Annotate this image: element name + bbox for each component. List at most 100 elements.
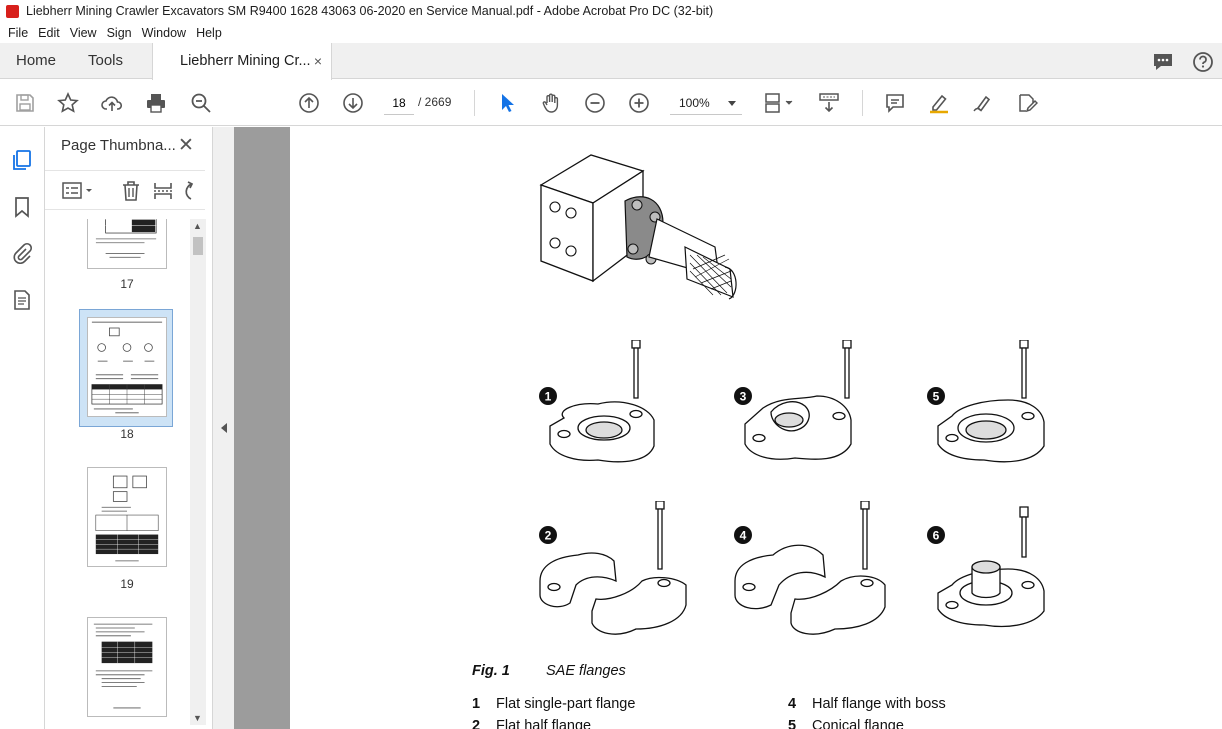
callout-5: 5	[933, 390, 940, 404]
half-flange-with-boss-illustration: 4	[734, 501, 886, 635]
main-toolbar: / 2669 100%	[0, 80, 1222, 126]
thumbnail-label: 18	[120, 427, 134, 441]
window-titlebar: Liebherr Mining Crawler Excavators SM R9…	[0, 0, 1222, 23]
tab-home[interactable]: Home	[16, 52, 57, 69]
delete-page-icon[interactable]	[120, 180, 142, 202]
attachment-icon[interactable]	[11, 242, 33, 264]
tab-document-label: Liebherr Mining Cr...	[180, 53, 311, 69]
legend-text: Conical flange	[812, 718, 904, 729]
panel-collapse-handle[interactable]	[212, 127, 234, 729]
document-view[interactable]: 1 3 5	[234, 127, 1222, 729]
legend-item: 5 Conical flange	[788, 718, 904, 729]
page-display-icon[interactable]	[764, 92, 798, 114]
page-number-input[interactable]	[384, 91, 414, 115]
callout-3: 3	[740, 390, 747, 404]
scroll-down-icon[interactable]: ▼	[193, 713, 202, 723]
collapse-arrow-icon	[221, 423, 227, 433]
highlight-pen-icon[interactable]	[928, 92, 950, 114]
zoom-in-icon[interactable]	[628, 92, 650, 114]
comment-icon[interactable]	[884, 92, 906, 114]
acrobat-app-icon	[6, 5, 19, 18]
callout-6: 6	[933, 529, 940, 543]
scroll-mode-icon[interactable]	[818, 92, 840, 114]
fill-sign-icon[interactable]	[1016, 92, 1039, 114]
pdf-page: 1 3 5	[290, 127, 1222, 729]
legend-number: 1	[472, 696, 481, 712]
page-total: / 2669	[418, 95, 452, 109]
menu-edit[interactable]: Edit	[38, 26, 60, 40]
scroll-up-icon[interactable]: ▲	[193, 221, 202, 231]
flat-single-part-flange-illustration: 1	[539, 340, 655, 463]
select-cursor-icon[interactable]	[496, 92, 518, 114]
scrollbar-thumb[interactable]	[193, 237, 203, 255]
conical-flange-illustration: 5	[927, 340, 1045, 463]
insert-page-icon[interactable]	[152, 180, 174, 202]
figure-title: SAE flanges	[546, 663, 626, 679]
help-icon[interactable]	[1192, 51, 1214, 73]
flange-with-fitting-illustration: 6	[927, 506, 1045, 628]
callout-4: 4	[740, 529, 747, 543]
chevron-down-icon	[728, 101, 736, 106]
legend-item: 2 Flat half flange	[472, 718, 591, 729]
zoom-level-value: 100%	[679, 96, 710, 110]
menu-help[interactable]: Help	[196, 26, 222, 40]
figure-caption: Fig. 1 SAE flanges	[472, 663, 626, 679]
legend-text: Flat half flange	[496, 718, 592, 729]
close-tab-icon[interactable]: ×	[313, 53, 322, 69]
callout-1: 1	[545, 390, 552, 404]
bookmark-star-icon[interactable]	[57, 92, 79, 114]
flat-half-flange-illustration: 2	[539, 501, 687, 635]
window-title: Liebherr Mining Crawler Excavators SM R9…	[26, 4, 714, 18]
close-panel-icon[interactable]: ✕	[178, 135, 194, 156]
panel-toolbar	[45, 170, 205, 210]
thumbnail-scrollbar[interactable]: ▲ ▼	[190, 219, 206, 725]
menu-view[interactable]: View	[69, 26, 97, 40]
thumbnail-options-icon[interactable]	[61, 180, 95, 202]
thumbnail-page[interactable]	[87, 467, 167, 567]
thumbnail-page-selected[interactable]	[87, 317, 167, 417]
legend-text: Half flange with boss	[812, 696, 946, 712]
thumbnail-label: 19	[120, 577, 134, 591]
legend-number: 2	[472, 718, 481, 729]
thumbnails-panel: Page Thumbna... ✕ 17 18 19	[45, 127, 212, 729]
half-flange-set-illustration: 3	[734, 340, 852, 460]
menu-file[interactable]: File	[8, 26, 29, 40]
document-page-icon[interactable]	[11, 289, 33, 311]
legend-text: Flat single-part flange	[496, 696, 636, 712]
zoom-out-icon[interactable]	[584, 92, 606, 114]
tab-tools[interactable]: Tools	[88, 52, 124, 69]
hand-tool-icon[interactable]	[540, 92, 562, 114]
toolbar-divider	[474, 90, 475, 116]
next-page-icon[interactable]	[342, 92, 364, 114]
legend-number: 5	[788, 718, 797, 729]
thumbnail-page[interactable]	[87, 617, 167, 717]
figure-label: Fig. 1	[472, 663, 510, 679]
bookmark-icon[interactable]	[11, 196, 33, 218]
tab-bar: Home Tools Liebherr Mining Cr... ×	[0, 43, 1222, 80]
previous-page-icon[interactable]	[298, 92, 320, 114]
legend-item: 4 Half flange with boss	[788, 696, 946, 712]
toolbar-divider	[862, 90, 863, 116]
page-thumbnails-icon[interactable]	[11, 149, 33, 171]
zoom-level-dropdown[interactable]: 100%	[670, 91, 742, 115]
draw-sign-icon[interactable]	[972, 92, 994, 114]
cloud-upload-icon[interactable]	[101, 92, 123, 114]
tab-document[interactable]: Liebherr Mining Cr... ×	[152, 43, 332, 80]
panel-title: Page Thumbna...	[61, 137, 176, 154]
comment-bubble-icon[interactable]	[1152, 51, 1174, 73]
legend-item: 1 Flat single-part flange	[472, 696, 635, 712]
menu-window[interactable]: Window	[141, 26, 187, 40]
callout-2: 2	[545, 529, 552, 543]
menu-sign[interactable]: Sign	[106, 26, 132, 40]
thumbnail-list: 17 18 19	[45, 219, 200, 725]
thumbnail-page[interactable]	[87, 219, 167, 269]
menu-bar: File Edit View Sign Window Help	[0, 23, 1222, 43]
thumbnail-label: 17	[120, 277, 134, 291]
legend-number: 4	[788, 696, 797, 712]
rotate-page-icon[interactable]	[182, 180, 204, 202]
zoom-search-icon[interactable]	[190, 92, 212, 114]
print-icon[interactable]	[145, 92, 167, 114]
hydraulic-block-illustration	[539, 154, 737, 300]
left-nav-rail	[0, 127, 45, 729]
save-icon[interactable]	[14, 92, 36, 114]
